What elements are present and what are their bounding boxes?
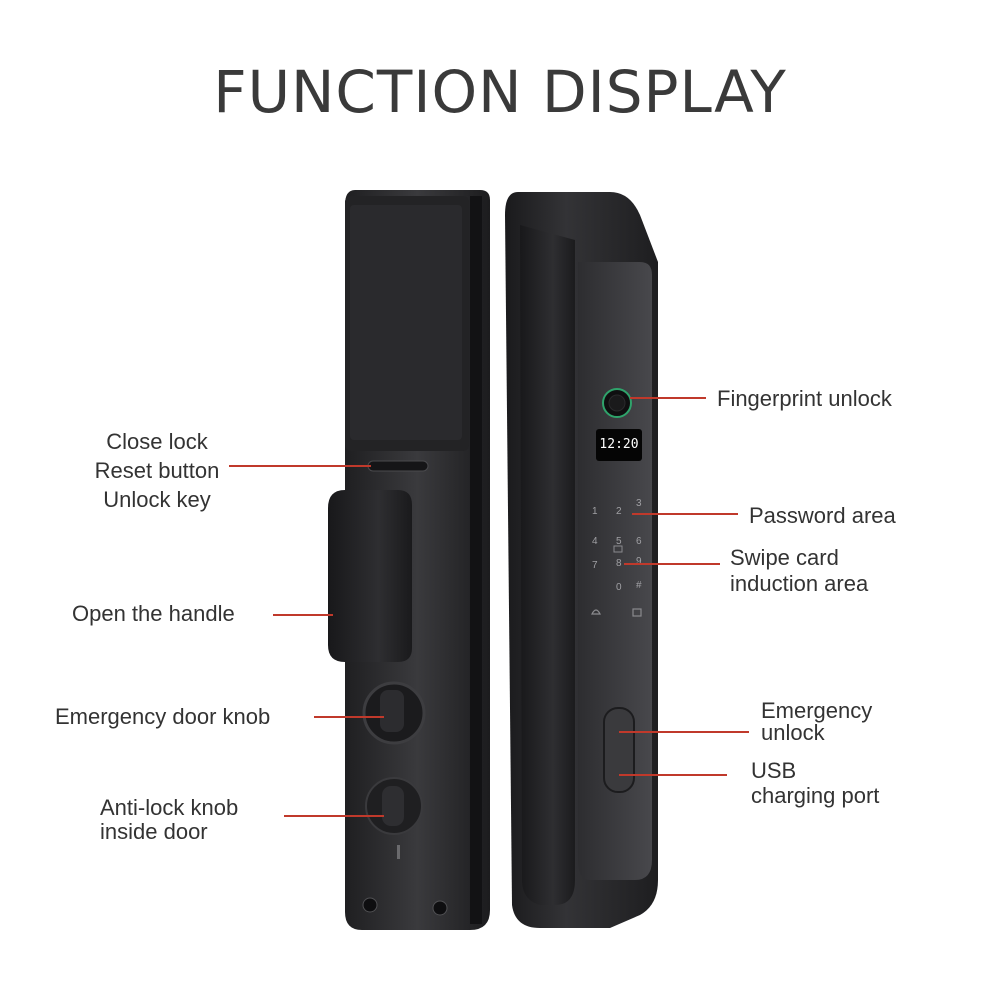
label-emergency-knob: Emergency door knob: [55, 704, 271, 729]
label-usb-line2: charging port: [751, 783, 880, 808]
label-anti-lock-line2: inside door: [100, 819, 208, 844]
key-9[interactable]: 9: [636, 556, 642, 567]
label-unlock-key: Unlock key: [103, 487, 211, 512]
leader-line-usb: [619, 774, 727, 776]
label-usb-line1: USB: [751, 758, 797, 783]
page-title: FUNCTION DISPLAY: [213, 58, 787, 126]
key-4[interactable]: 4: [592, 536, 598, 547]
key-0[interactable]: 0: [616, 582, 622, 593]
label-reset-button: Reset button: [94, 458, 220, 483]
key-1[interactable]: 1: [592, 506, 598, 517]
label-close-lock: Close lock: [106, 429, 208, 454]
label-emergency-unlock-line2: unlock: [761, 720, 825, 745]
outside-lock-body: [505, 192, 658, 928]
key-8[interactable]: 8: [616, 558, 622, 569]
leader-line-handle: [273, 614, 333, 616]
label-emergency-unlock-group: Emergency unlock: [761, 700, 872, 744]
leader-line-anti-lock: [284, 815, 384, 817]
label-fingerprint: Fingerprint unlock: [717, 386, 892, 411]
label-close-lock-group: Close lock Reset button Unlock key: [62, 428, 252, 513]
key-hash[interactable]: #: [636, 580, 642, 591]
lcd-time-display: 12:20: [599, 437, 639, 452]
leader-line-emergency-unlock: [619, 731, 749, 733]
inside-lock-body: [328, 190, 490, 930]
key-6[interactable]: 6: [636, 536, 642, 547]
label-anti-lock-group: Anti-lock knob inside door: [100, 796, 238, 844]
key-2[interactable]: 2: [616, 506, 622, 517]
label-emergency-unlock-line1: Emergency: [761, 698, 873, 723]
label-anti-lock-line1: Anti-lock knob: [100, 795, 239, 820]
leader-line-swipe: [624, 563, 720, 565]
key-5[interactable]: 5: [616, 536, 622, 547]
key-3[interactable]: 3: [636, 498, 642, 509]
leader-line-fingerprint: [630, 397, 706, 399]
leader-line-reset: [229, 465, 371, 467]
key-7[interactable]: 7: [592, 560, 598, 571]
label-swipe-group: Swipe card induction area: [730, 545, 868, 597]
label-password: Password area: [749, 503, 896, 528]
label-swipe-line2: induction area: [730, 571, 869, 596]
label-usb-group: USB charging port: [751, 758, 879, 808]
label-swipe-line1: Swipe card: [730, 545, 839, 570]
leader-line-password: [632, 513, 738, 515]
keypad: 1 2 3 4 5 6 7 8 9 0 #: [590, 498, 650, 596]
label-open-handle: Open the handle: [72, 601, 235, 626]
leader-line-emergency-knob: [314, 716, 384, 718]
